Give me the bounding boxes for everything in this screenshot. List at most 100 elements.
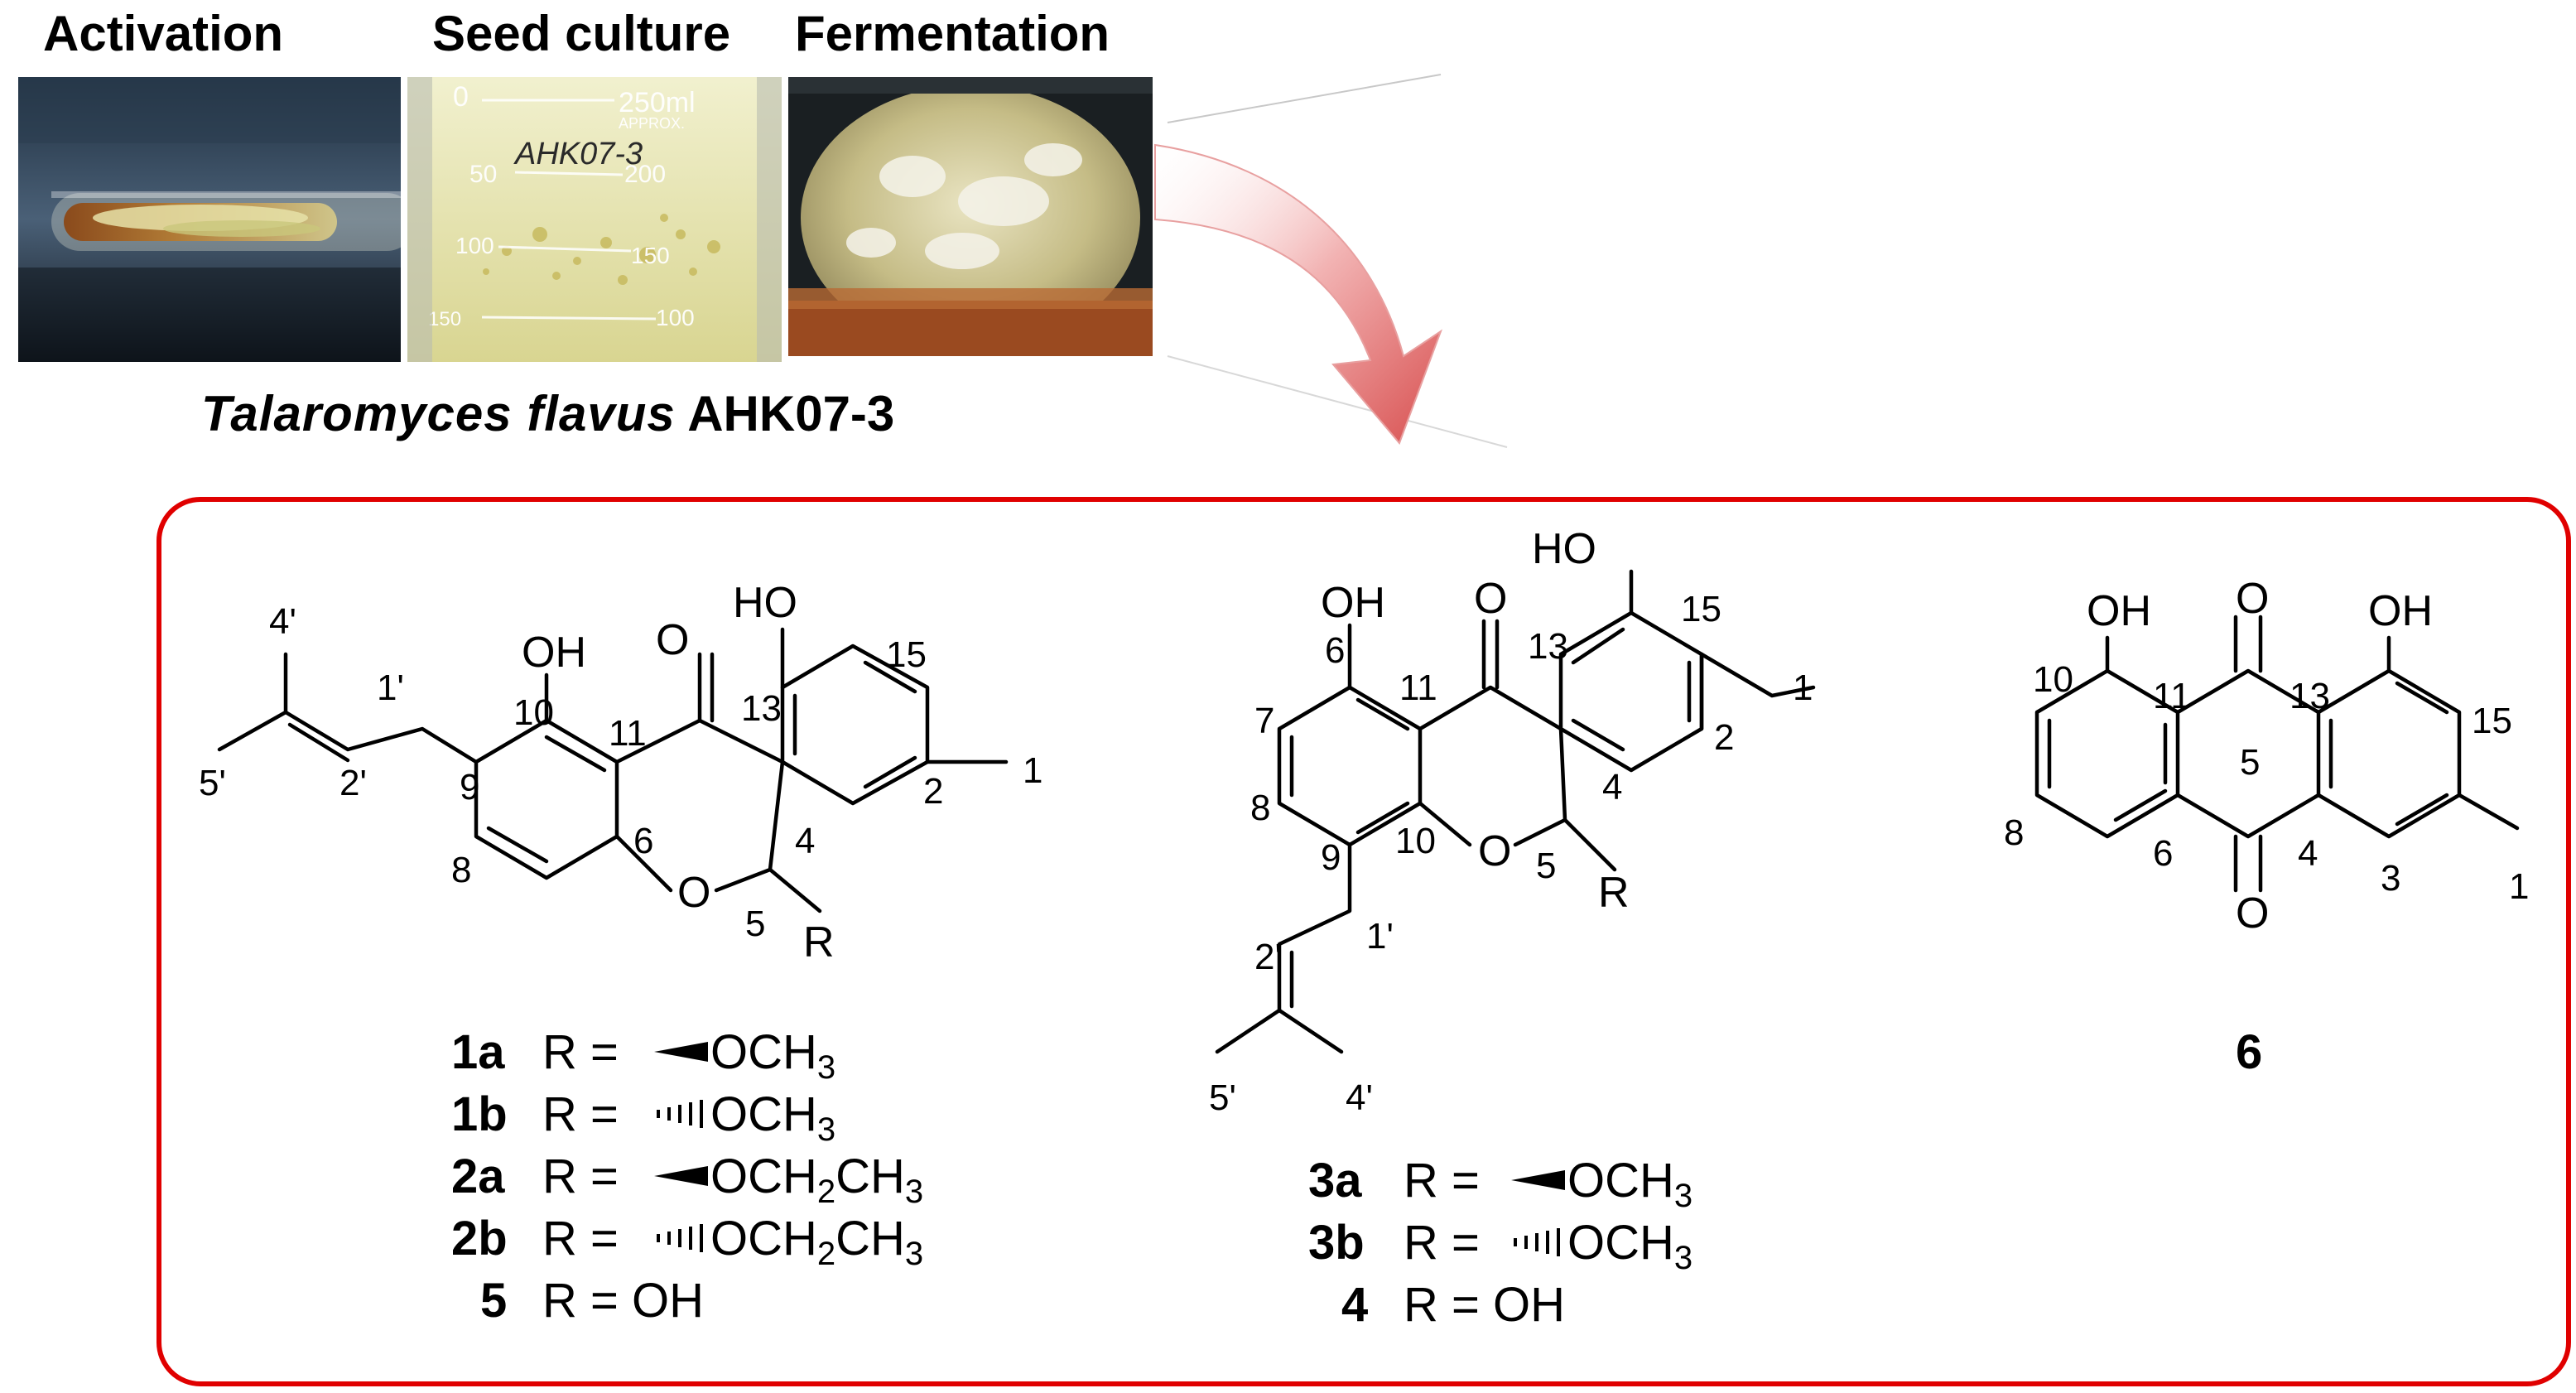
mid-n1: 1: [1793, 668, 1813, 708]
left-n8: 8: [451, 850, 471, 890]
flask-mark-200: 200: [624, 161, 666, 188]
cmp-2a-id: 2a: [451, 1150, 505, 1203]
structure-right: [2034, 615, 2520, 893]
left-n1: 1: [1023, 750, 1042, 791]
mid-n9: 9: [1321, 837, 1341, 878]
right-n5: 5: [2240, 742, 2260, 783]
structure-left: [217, 627, 1009, 913]
flask-mark-150: 150: [631, 243, 670, 268]
right-n10: 10: [2033, 659, 2073, 700]
left-n5: 5: [745, 904, 765, 944]
mid-n4p: 4': [1346, 1077, 1373, 1118]
photo-title-fermentation: Fermentation: [795, 6, 1110, 61]
cmp-2a-wedge: [654, 1166, 708, 1186]
cmp-3a-eq: R =: [1404, 1154, 1480, 1207]
mid-n5p: 5': [1209, 1077, 1236, 1118]
structure-right-labels: 10 11 13 15 5 8 6 4 3 1: [2004, 659, 2529, 907]
mid-n2: 2: [1714, 717, 1734, 758]
cmp-1b-id: 1b: [451, 1087, 508, 1141]
right-n4: 4: [2298, 833, 2318, 874]
seed-culture-photo: 0 250ml APPROX. 50 200 100 150 150 100 A…: [407, 77, 782, 362]
mid-oh-a: OH: [1321, 579, 1385, 627]
strain-code: AHK07-3: [687, 386, 895, 441]
cmp-3a-id: 3a: [1308, 1154, 1362, 1207]
right-n3: 3: [2381, 858, 2400, 899]
left-r: R: [803, 918, 835, 966]
species-label: Talaromyces flavus AHK07-3: [201, 385, 894, 442]
mid-n5: 5: [1536, 846, 1556, 886]
compounds-box: [156, 497, 2571, 1386]
cmp-4-id: 4: [1341, 1278, 1368, 1332]
cmp-2b-hash: [657, 1224, 703, 1252]
right-oh-a: OH: [2087, 587, 2151, 635]
fermentation-photo: [788, 77, 1153, 356]
structure-mid-labels: 6 11 13 15 1 7 2 8 4 9 10 5 1' 2' 5' 4': [1209, 589, 1813, 1118]
flask-mark-50: 50: [469, 161, 497, 188]
left-compound-list: 1a R = OCH3 1b R = OCH3 2a R = OCH2CH3 2…: [451, 1025, 923, 1328]
activation-photo: [18, 77, 401, 362]
cmp-3a-wedge: [1511, 1170, 1565, 1190]
cmp-1b-hash: [657, 1100, 703, 1128]
cmp-5-eq: R = OH: [542, 1274, 704, 1328]
flask-mark-100: 100: [455, 233, 494, 258]
right-n8: 8: [2004, 812, 2024, 853]
photo-title-activation: Activation: [43, 6, 284, 61]
mid-n11: 11: [1399, 668, 1437, 708]
cmp-1a-sub: OCH3: [710, 1025, 835, 1086]
cmp-2b-sub: OCH2CH3: [710, 1212, 923, 1272]
left-n15: 15: [886, 634, 927, 675]
right-n15: 15: [2472, 701, 2512, 741]
structure-mid-atoms: OH HO O O R: [1321, 525, 1630, 917]
structure-left-labels: 4' 1' 5' 2' 9 10 11 13 15 2 1 8 6 4 5: [199, 601, 1042, 944]
structure-right-atoms: OH OH O O: [2087, 575, 2433, 938]
photo-title-seed-culture: Seed culture: [432, 6, 731, 61]
left-n4p: 4': [269, 601, 296, 642]
left-n6: 6: [633, 821, 653, 861]
cmp-3b-sub: OCH3: [1567, 1216, 1692, 1276]
mid-compound-list: 3a R = OCH3 3b R = OCH3 4 R = OH: [1308, 1154, 1692, 1332]
cmp-1b-eq: R =: [542, 1087, 619, 1141]
mid-n2p: 2': [1254, 937, 1282, 977]
left-n2: 2: [923, 771, 943, 812]
flask-mark-250ml: 250ml: [619, 87, 696, 118]
mid-n4: 4: [1602, 767, 1622, 807]
left-n11: 11: [609, 713, 647, 754]
flask-handwriting: AHK07-3: [513, 137, 643, 171]
left-n13: 13: [741, 688, 782, 729]
mid-n15: 15: [1681, 589, 1721, 629]
left-oh-a: OH: [522, 629, 586, 677]
cmp-1a-wedge: [654, 1042, 708, 1062]
right-oh-b: OH: [2368, 587, 2433, 635]
mid-ring-o: O: [1478, 827, 1511, 875]
left-n2p: 2': [339, 763, 367, 803]
flask-mark-100b: 100: [656, 305, 695, 330]
cmp-4-eq: R = OH: [1404, 1278, 1565, 1332]
cmp-3a-sub: OCH3: [1567, 1154, 1692, 1214]
cmp-2a-eq: R =: [542, 1150, 619, 1203]
cmp-3b-eq: R =: [1404, 1216, 1480, 1270]
structure-left-atoms: OH HO O O R: [522, 579, 835, 966]
right-n11: 11: [2153, 676, 2191, 716]
right-n1: 1: [2509, 866, 2529, 907]
left-n9: 9: [460, 767, 479, 807]
left-n4: 4: [795, 821, 815, 861]
left-n10: 10: [513, 692, 554, 733]
perspective-line-top: [1167, 74, 1442, 123]
mid-n13: 13: [1528, 626, 1568, 667]
right-n6: 6: [2153, 833, 2173, 874]
flask-mark-150b: 150: [428, 308, 461, 330]
mid-n10: 10: [1395, 821, 1436, 861]
mid-n7: 7: [1254, 701, 1274, 741]
mid-n1p: 1': [1366, 916, 1394, 957]
process-arrow: [1154, 143, 1443, 445]
mid-n6: 6: [1325, 630, 1345, 671]
right-n13: 13: [2290, 676, 2330, 716]
left-ketone-o: O: [656, 616, 689, 664]
species-name: Talaromyces flavus: [201, 386, 676, 441]
mid-ketone-o: O: [1474, 575, 1507, 623]
left-n1p: 1': [377, 668, 404, 708]
cmp-1a-id: 1a: [451, 1025, 505, 1079]
mid-n8: 8: [1250, 788, 1270, 828]
